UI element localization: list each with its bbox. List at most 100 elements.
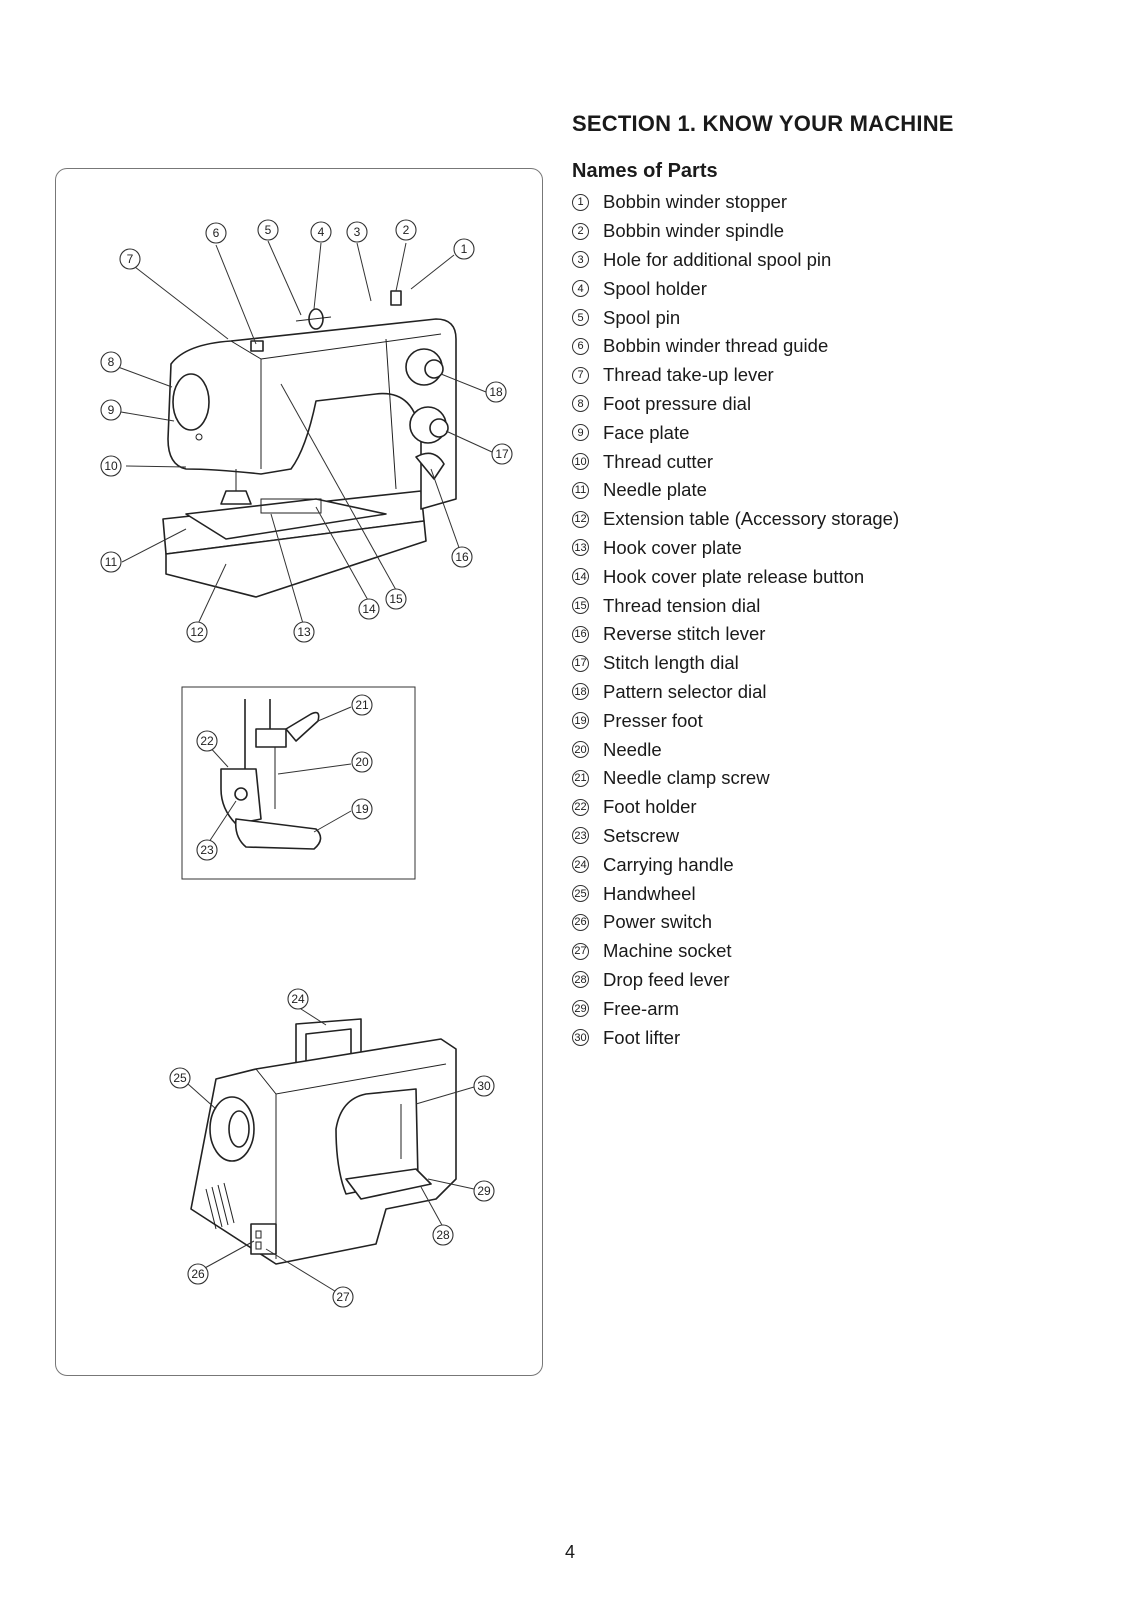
part-number-badge: 21 [572, 769, 589, 787]
svg-text:24: 24 [291, 992, 305, 1006]
svg-text:7: 7 [127, 252, 134, 266]
sewing-machine-illustration: 1 2 3 4 5 6 7 8 9 10 11 12 13 14 15 16 1… [100, 219, 513, 1308]
part-label: Reverse stitch lever [603, 623, 766, 645]
part-label: Machine socket [603, 940, 732, 962]
rear-view-machine [187, 1008, 475, 1297]
part-label: Free-arm [603, 997, 680, 1019]
part-item: 7 Thread take-up lever [572, 361, 899, 390]
svg-text:9: 9 [108, 403, 115, 417]
part-label: Setscrew [603, 824, 680, 846]
part-label: Drop feed lever [603, 968, 730, 990]
part-number-badge: 29 [572, 1000, 589, 1018]
part-label: Carrying handle [603, 853, 734, 875]
presser-foot-detail [181, 686, 416, 880]
part-number-badge: 20 [572, 741, 589, 759]
part-number-badge: 11 [572, 481, 589, 499]
part-number-badge: 15 [572, 597, 589, 615]
callout-20: 20 [351, 751, 373, 773]
callout-28: 28 [432, 1224, 454, 1246]
callout-26: 26 [187, 1263, 209, 1285]
svg-text:21: 21 [355, 698, 369, 712]
front-view-leader-lines [117, 240, 493, 628]
callout-21: 21 [351, 694, 373, 716]
part-label: Hole for additional spool pin [603, 248, 832, 270]
callout-15: 15 [385, 588, 407, 610]
callout-19: 19 [351, 798, 373, 820]
part-number-badge: 3 [572, 251, 589, 269]
part-label: Needle plate [603, 479, 707, 501]
part-item: 29 Free-arm [572, 994, 899, 1023]
callout-30: 30 [473, 1075, 495, 1097]
part-number-badge: 2 [572, 222, 589, 240]
callout-24: 24 [287, 988, 309, 1010]
part-label: Needle [603, 738, 662, 760]
part-number-badge: 24 [572, 856, 589, 874]
part-item: 21 Needle clamp screw [572, 764, 899, 793]
callout-17: 17 [491, 443, 513, 465]
part-label: Needle clamp screw [603, 767, 770, 789]
part-item: 3 Hole for additional spool pin [572, 246, 899, 275]
callout-8: 8 [100, 351, 122, 373]
part-label: Thread cutter [603, 450, 714, 472]
callout-13: 13 [293, 621, 315, 643]
svg-text:27: 27 [336, 1290, 350, 1304]
svg-text:12: 12 [190, 625, 204, 639]
part-number-badge: 28 [572, 971, 589, 989]
part-number-badge: 18 [572, 683, 589, 701]
part-item: 9 Face plate [572, 418, 899, 447]
callout-1: 1 [453, 238, 475, 260]
part-item: 28 Drop feed lever [572, 966, 899, 995]
part-number-badge: 9 [572, 424, 589, 442]
part-number-badge: 10 [572, 453, 589, 471]
part-label: Stitch length dial [603, 652, 739, 674]
part-item: 18 Pattern selector dial [572, 678, 899, 707]
callout-3: 3 [346, 221, 368, 243]
names-of-parts-heading: Names of Parts [572, 160, 718, 182]
svg-text:19: 19 [355, 802, 369, 816]
part-number-badge: 25 [572, 885, 589, 903]
part-item: 24 Carrying handle [572, 850, 899, 879]
svg-text:2: 2 [403, 223, 410, 237]
svg-text:11: 11 [105, 555, 118, 569]
part-number-badge: 7 [572, 366, 589, 384]
svg-text:5: 5 [265, 223, 272, 237]
part-number-badge: 17 [572, 654, 589, 672]
svg-text:16: 16 [455, 550, 469, 564]
svg-text:13: 13 [297, 625, 311, 639]
part-label: Spool pin [603, 306, 681, 328]
svg-text:8: 8 [108, 355, 115, 369]
part-label: Face plate [603, 421, 690, 443]
part-label: Hook cover plate [603, 536, 742, 558]
part-label: Thread take-up lever [603, 364, 774, 386]
svg-text:1: 1 [461, 242, 468, 256]
page-number: 4 [564, 1542, 575, 1562]
callout-12: 12 [186, 621, 208, 643]
part-number-badge: 19 [572, 712, 589, 730]
callout-14: 14 [358, 598, 380, 620]
svg-text:26: 26 [191, 1267, 205, 1281]
svg-text:28: 28 [436, 1228, 450, 1242]
part-label: Pattern selector dial [603, 680, 767, 702]
part-number-badge: 8 [572, 395, 589, 413]
svg-text:14: 14 [362, 602, 376, 616]
svg-text:22: 22 [200, 734, 214, 748]
part-label: Bobbin winder stopper [603, 191, 788, 213]
svg-text:15: 15 [389, 592, 403, 606]
callout-23: 23 [196, 839, 218, 861]
part-number-badge: 6 [572, 337, 589, 355]
part-label: Bobbin winder spindle [603, 220, 785, 242]
part-number-badge: 12 [572, 510, 589, 528]
